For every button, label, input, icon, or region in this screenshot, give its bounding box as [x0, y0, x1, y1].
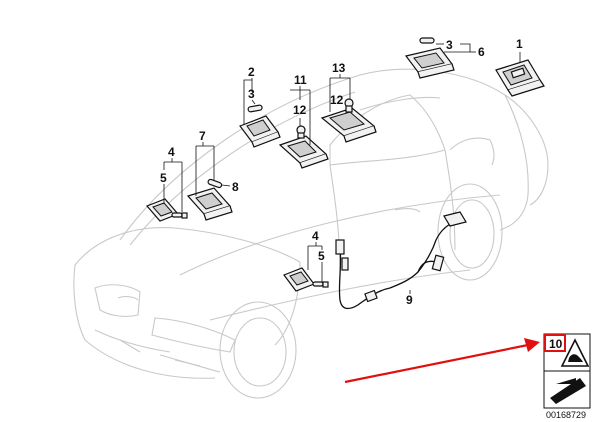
- part-9-wiring-harness: [335, 211, 467, 310]
- car-outline: [73, 68, 549, 399]
- callout-3-top: 3: [446, 38, 453, 52]
- part-13-lamp: [320, 98, 377, 143]
- legend-box: 10: [543, 333, 591, 409]
- part-1-lamp: [495, 59, 545, 97]
- part-6-lamp: [404, 37, 455, 79]
- part-4-lamp-right: [283, 267, 329, 292]
- callout-4-right: 4: [312, 229, 319, 243]
- callout-labels: 1 2 3 3 4 4 5 5 6 7 8 9 11 12 12 13: [160, 37, 523, 307]
- arrow-symbol-icon: [550, 378, 586, 404]
- callout-4-left: 4: [168, 145, 175, 159]
- item-10-highlight-box: [544, 334, 566, 352]
- part-2-lamp: [239, 104, 281, 148]
- callout-11: 11: [294, 73, 307, 87]
- leader-lines: [163, 43, 521, 294]
- callout-9: 9: [406, 293, 413, 307]
- warning-triangle-icon: [560, 338, 590, 367]
- part-4-lamp-left: [145, 198, 188, 222]
- part-11-lamp: [278, 125, 329, 169]
- callout-12-center: 12: [293, 103, 307, 117]
- item-10-number: 10: [549, 337, 563, 351]
- callout-3-left: 3: [248, 87, 255, 101]
- callout-7: 7: [199, 129, 206, 143]
- red-arrow: [344, 338, 540, 384]
- callout-13: 13: [332, 61, 346, 75]
- callout-5-left: 5: [160, 171, 167, 185]
- callout-8: 8: [232, 180, 239, 194]
- document-number: 00168729: [546, 410, 586, 420]
- callout-1: 1: [516, 37, 523, 51]
- callout-12-right: 12: [330, 93, 344, 107]
- callout-6: 6: [478, 45, 485, 59]
- part-7-lamp: [186, 178, 233, 221]
- callout-2: 2: [248, 65, 255, 79]
- callout-5-right: 5: [318, 249, 325, 263]
